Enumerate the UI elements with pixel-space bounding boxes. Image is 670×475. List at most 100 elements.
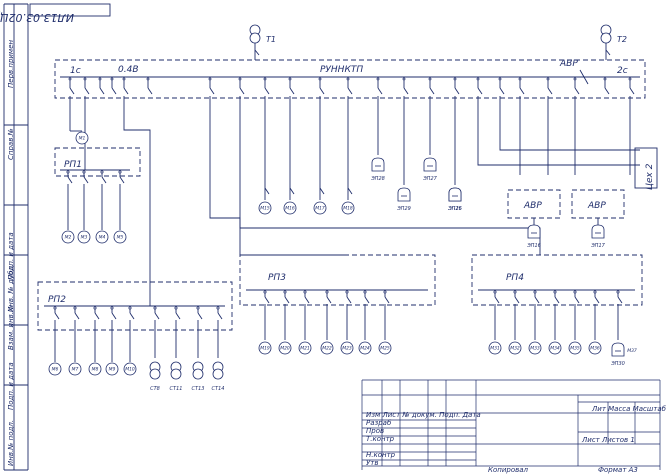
rp3-title: РП3 xyxy=(268,273,286,283)
rp3-motor-4-label: М22 xyxy=(322,346,332,352)
rp3-motor-5 xyxy=(340,341,354,355)
rp2-motor-5 xyxy=(123,362,137,376)
rp1-feeder-2-switch xyxy=(83,176,89,184)
direct-motor-1 xyxy=(258,201,272,215)
rp1-motor-1 xyxy=(61,230,75,244)
rp3-feeder-5-switch xyxy=(346,296,352,304)
rp2-machine-feeder-1-switch xyxy=(154,312,160,320)
document-code: ИЛ13.03.02Ц_Н xyxy=(0,11,74,24)
rp3-motor-2 xyxy=(278,341,292,355)
rp1-motor-3 xyxy=(95,230,109,244)
direct-motor-4-label: М18 xyxy=(343,206,353,212)
doc-code-box xyxy=(29,3,111,17)
rp4-heater-label: ЭП30 xyxy=(610,361,625,367)
rp3-motor-6-label: М24 xyxy=(360,346,370,352)
heater-1-label: ЭП28 xyxy=(370,176,385,182)
rp4-motor-2-label: М32 xyxy=(510,346,520,352)
rp4-feeder-1-switch xyxy=(494,296,500,304)
avr-load-2-label: ЭП17 xyxy=(590,243,605,249)
rp3-motor-1-label: М19 xyxy=(260,346,270,352)
title-block-row-2: Пров xyxy=(366,427,384,435)
title-block-headers: Изм Лист № докум. Подп. Дата xyxy=(366,411,481,419)
workshop-box xyxy=(634,147,658,189)
rp2-feeder-4-switch xyxy=(111,312,117,320)
motor-m1-label: М1 xyxy=(79,136,86,142)
workshop-feed-2 xyxy=(499,96,640,151)
busbar-section-2: 2с xyxy=(617,66,628,76)
rp2-feeder-1-switch xyxy=(54,312,60,320)
rp2-title: РП2 xyxy=(48,295,66,305)
rp2-machine-4-label: СТ14 xyxy=(212,386,225,392)
direct-motor-2-label: М16 xyxy=(285,206,295,212)
rp2-machine-feeder-2-switch xyxy=(175,312,181,320)
title-block-row-1: Разраб xyxy=(366,419,392,427)
rp4-motor-3 xyxy=(528,341,542,355)
rp2-machine-3-label: СТ13 xyxy=(192,386,205,392)
busbar-voltage: 0.4В xyxy=(118,65,139,75)
format-label: Формат А3 xyxy=(598,466,638,474)
side-label-5: Взам. инв.№ xyxy=(7,305,15,350)
rp3-motor-6 xyxy=(358,341,372,355)
rp3-feeder-2-switch xyxy=(284,296,290,304)
busbar-title: РУННКТП xyxy=(320,65,363,75)
rp1-motor-2-label: М3 xyxy=(81,235,88,241)
rp2-motor-2 xyxy=(68,362,82,376)
title-block-lit: Лит Масса Масштаб xyxy=(591,405,667,413)
rp1-title: РП1 xyxy=(64,160,82,170)
heater-4-label: ЭП26 xyxy=(447,206,462,212)
rp3-motor-7 xyxy=(378,341,392,355)
rp2-motor-5-label: М10 xyxy=(125,367,135,373)
side-margin-labels: Перв.примен Справ.№ Подп. и дата Инв. № … xyxy=(7,39,15,466)
rp4-motor-6 xyxy=(588,341,602,355)
rp4-feeder-3-switch xyxy=(534,296,540,304)
title-block-sheet: Лист Листов 1 xyxy=(581,436,635,444)
direct-motor-1-label: М15 xyxy=(260,206,270,212)
rp2-machine-feeder-4-switch xyxy=(217,312,223,320)
heater-2-label: ЭП29 xyxy=(396,206,411,212)
runnktp-box xyxy=(54,59,646,99)
rp4-motor-5-label: М35 xyxy=(570,346,580,352)
heater-right-label: ЭП15 xyxy=(447,206,462,212)
direct-motor-2 xyxy=(283,201,297,215)
title-block-row-3: Т.контр xyxy=(366,435,395,443)
rp4-heater xyxy=(611,342,625,357)
rp3-feeder-3-switch xyxy=(304,296,310,304)
rp3-motor-3-label: М21 xyxy=(300,346,310,352)
workshop-feed-1 xyxy=(477,96,640,166)
rp3-motor-5-label: М23 xyxy=(342,346,352,352)
avr-unit-1-box xyxy=(507,189,561,219)
avr-load-1-label: ЭП16 xyxy=(526,243,541,249)
rp4-motor-4-label: М34 xyxy=(550,346,560,352)
rp3-feeder-7-switch xyxy=(384,296,390,304)
rp3-feeder-4-switch xyxy=(326,296,332,304)
rp1-feeder-3-switch xyxy=(101,176,107,184)
rp2-machine-feeder-3-switch xyxy=(197,312,203,320)
rp2-feed xyxy=(123,96,151,282)
side-label-6: Подп. и дата xyxy=(7,362,15,410)
rp3-motor-4 xyxy=(320,341,334,355)
direct-motor-3 xyxy=(313,201,327,215)
busbar-avr-label: АВР xyxy=(559,59,578,69)
rp4-title: РП4 xyxy=(506,273,524,283)
side-label-3: Подп. и дата xyxy=(7,232,15,280)
transformer-label-1: T1 xyxy=(266,35,276,44)
rp3-feed xyxy=(209,96,345,256)
rp4-feeder-2-switch xyxy=(514,296,520,304)
heater-1 xyxy=(371,157,385,172)
busbar-section-1: 1с xyxy=(70,66,81,76)
avr-load-1 xyxy=(527,224,541,239)
side-label-4: Инв. № дубл. xyxy=(7,264,15,312)
rp2-feeder-2-switch xyxy=(74,312,80,320)
rp3-feeder-6-switch xyxy=(364,296,370,304)
rp4-feeder-5-switch xyxy=(574,296,580,304)
workshop-label: Цех 2 xyxy=(645,163,655,190)
side-label-7: Инв.№ подл. xyxy=(7,420,15,466)
copied-label: Копировал xyxy=(488,466,529,474)
rp4-motor-1 xyxy=(488,341,502,355)
rp2-feeder-5-switch xyxy=(129,312,135,320)
rp4-feeder-4-switch xyxy=(554,296,560,304)
rp1-box xyxy=(54,147,141,177)
rp2-motor-2-label: М7 xyxy=(72,367,79,373)
heater-3 xyxy=(423,157,437,172)
